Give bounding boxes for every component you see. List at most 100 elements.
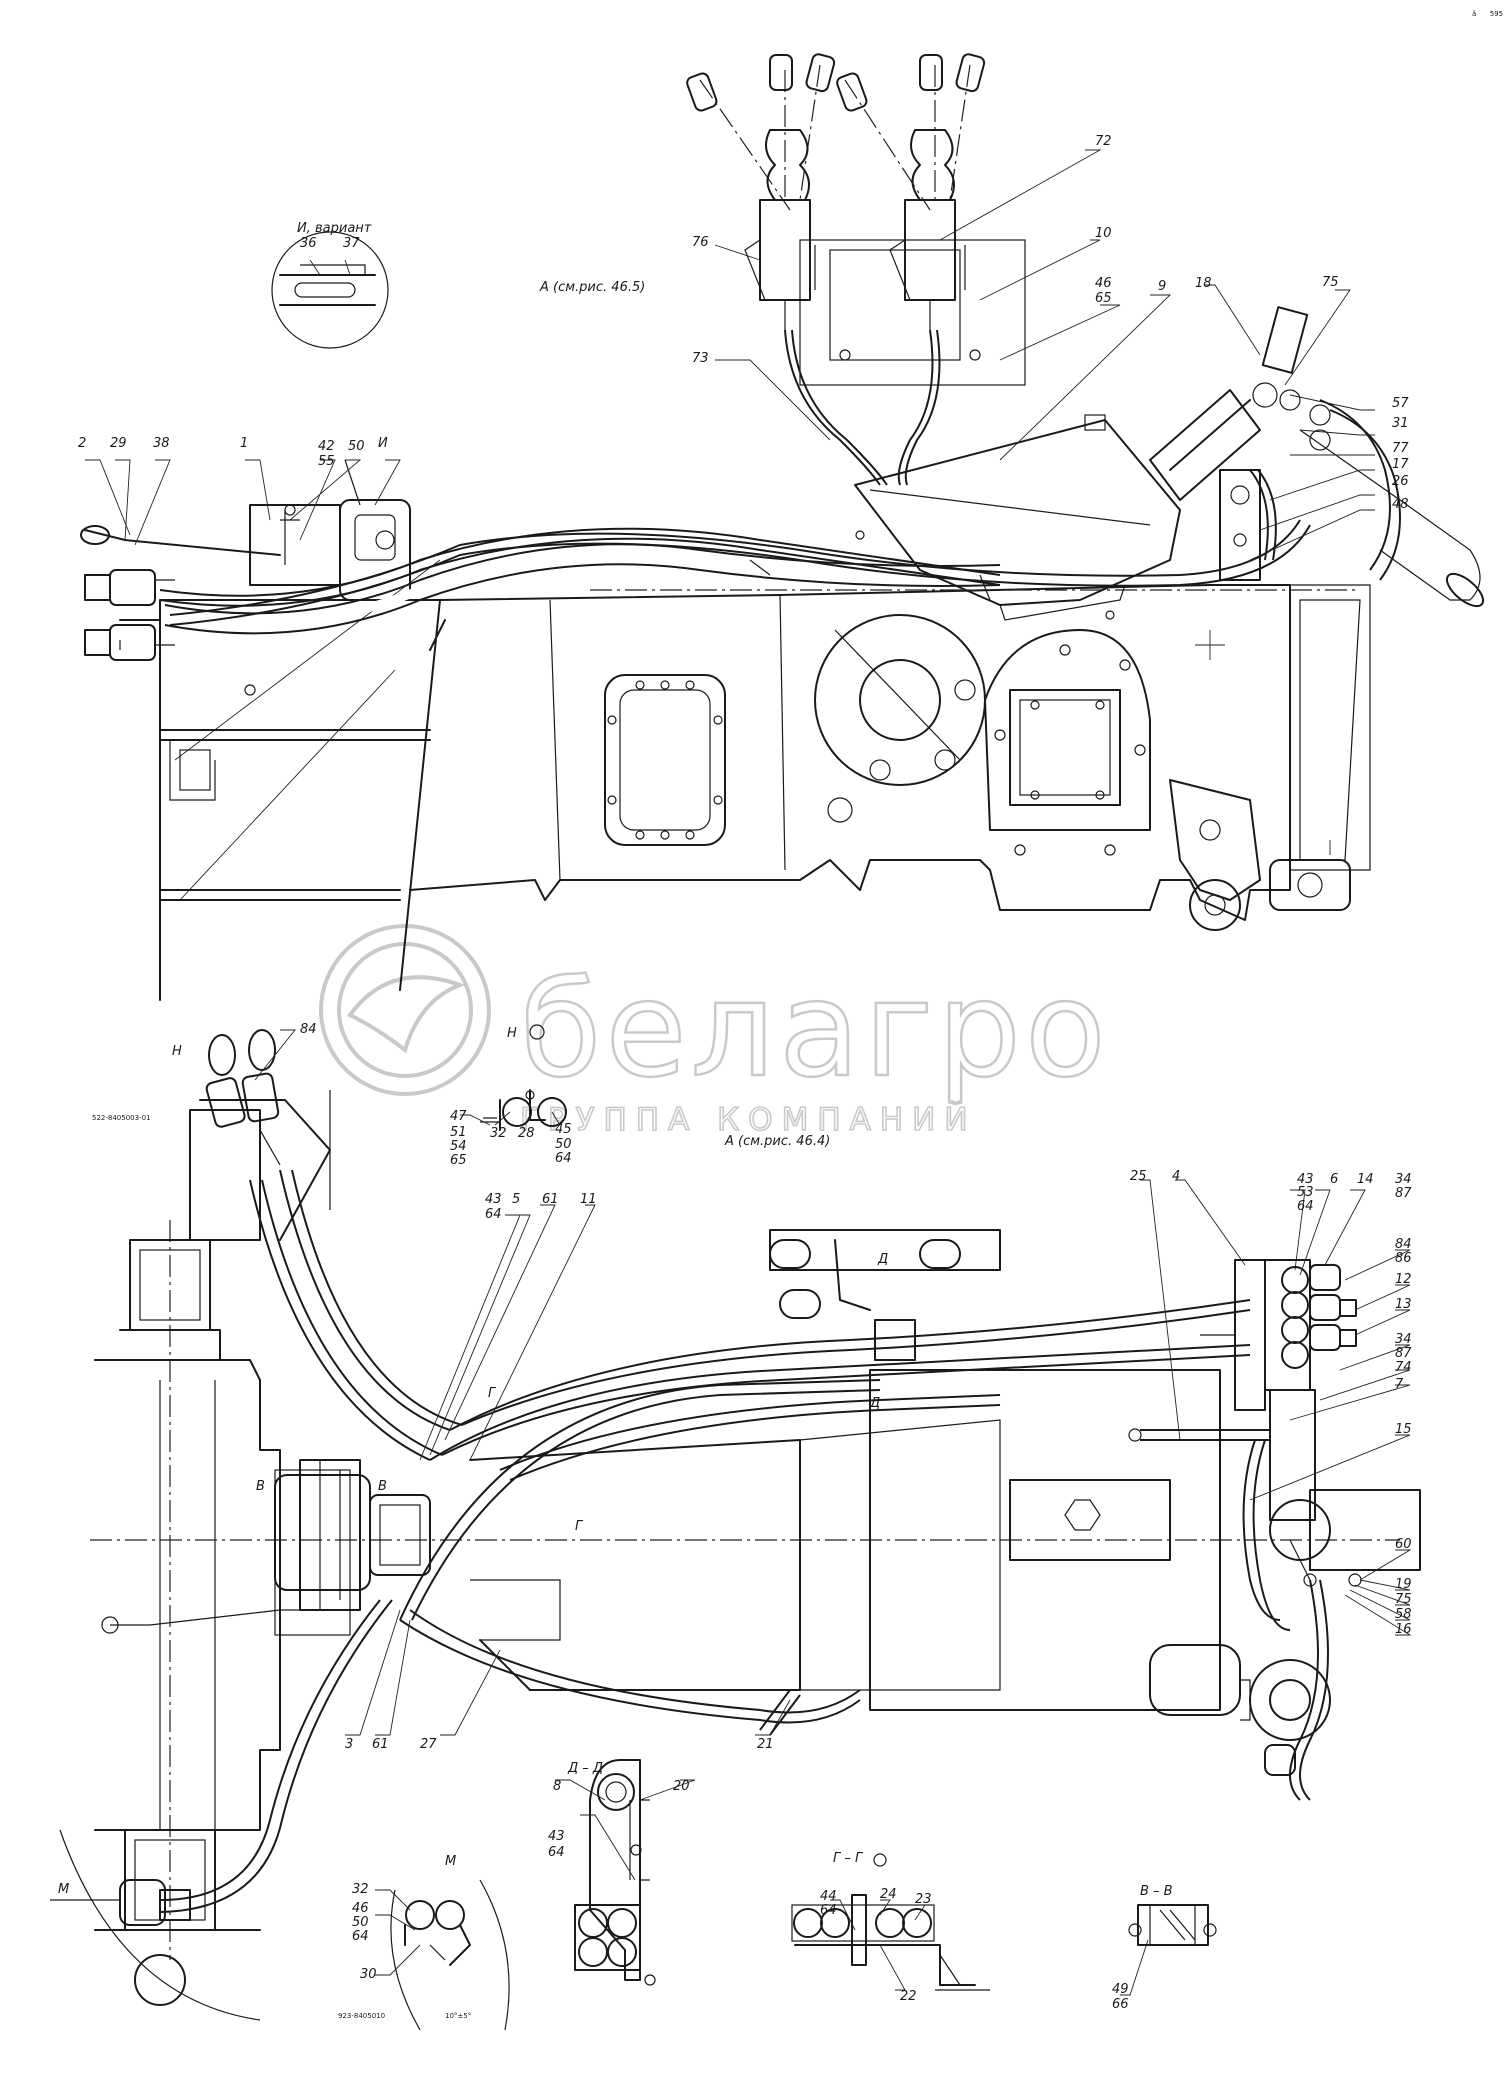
- callout-r16: 16: [1395, 1622, 1412, 1637]
- callout-73: 73: [692, 351, 709, 366]
- callout-r86: 86: [1395, 1251, 1412, 1266]
- callout-b5: 5: [512, 1192, 520, 1207]
- callout-r75: 75: [1395, 1592, 1412, 1607]
- coupler-assembly-n: [189, 1029, 331, 1241]
- callout-r64: 64: [1297, 1199, 1314, 1214]
- callout-b11: 11: [580, 1192, 597, 1207]
- callout-r87b: 87: [1395, 1346, 1412, 1361]
- tractor-frame: [409, 584, 1371, 931]
- label-mark-v: В: [256, 1479, 265, 1494]
- label-mark-g: Г: [488, 1386, 497, 1401]
- part-callouts: 2 29 38 1 42 55 50 36 37 76 72 10 46 65 …: [78, 134, 1412, 2012]
- control-levers: [686, 53, 1026, 486]
- callout-n50: 50: [555, 1137, 572, 1152]
- callout-9: 9: [1158, 279, 1166, 294]
- callout-d8: 8: [553, 1779, 561, 1794]
- callout-18: 18: [1195, 276, 1212, 291]
- label-mark-n: Н: [172, 1044, 182, 1059]
- chassis-frame: [469, 1229, 1221, 1711]
- callout-v49: 49: [1112, 1982, 1129, 1997]
- watermark-brand: белагро: [520, 953, 1110, 1107]
- oil-tank: [854, 414, 1181, 621]
- callout-29: 29: [110, 436, 127, 451]
- callout-m46: 46: [352, 1901, 369, 1916]
- section-vv: [1128, 1904, 1217, 1946]
- callout-r74: 74: [1395, 1360, 1412, 1375]
- lower-top-view: [90, 1029, 1421, 1960]
- callout-r12: 12: [1395, 1272, 1412, 1287]
- callout-36: 36: [300, 236, 317, 251]
- callout-55: 55: [318, 454, 335, 469]
- callout-r13: 13: [1395, 1297, 1412, 1312]
- callout-r6: 6: [1330, 1172, 1338, 1187]
- valve-block-b: [274, 1459, 431, 1611]
- callout-76: 76: [692, 235, 709, 250]
- rear-quick-couplers: [80, 459, 411, 661]
- callout-b61b: 61: [372, 1737, 389, 1752]
- callout-n65: 65: [450, 1153, 467, 1168]
- callout-10: 10: [1095, 226, 1112, 241]
- callout-2: 2: [78, 436, 86, 451]
- callout-d64: 64: [548, 1845, 565, 1860]
- part-code-n: 522-8405003-01: [92, 1114, 151, 1122]
- section-dd: [574, 1759, 656, 1986]
- upper-side-view: [80, 53, 1485, 1001]
- label-view-a-bottom: А (см.рис. 46.4): [724, 1134, 830, 1149]
- callout-v66: 66: [1112, 1997, 1129, 2012]
- callout-r15: 15: [1395, 1422, 1412, 1437]
- callout-b25: 25: [1130, 1169, 1147, 1184]
- callout-n54: 54: [450, 1139, 467, 1154]
- callout-m50: 50: [352, 1915, 369, 1930]
- view-n-detail: [480, 1024, 567, 1131]
- callout-57: 57: [1392, 396, 1409, 411]
- callout-n51: 51: [450, 1125, 467, 1140]
- callout-r14: 14: [1357, 1172, 1374, 1187]
- section-gg: [791, 1853, 990, 1991]
- callout-d43: 43: [548, 1829, 565, 1844]
- callout-r53: 53: [1297, 1185, 1314, 1200]
- detail-circle-m: [50, 1829, 261, 2021]
- view-m-detail: [390, 1879, 510, 2031]
- callout-m32: 32: [352, 1882, 369, 1897]
- callout-g23: 23: [915, 1892, 932, 1907]
- belagro-logo-mark: [319, 924, 491, 1096]
- callout-b3: 3: [345, 1737, 353, 1752]
- callout-42: 42: [318, 439, 335, 454]
- callout-n28: 28: [518, 1126, 535, 1141]
- part-code-labels: 522-8405003-01 923-8405010 10°±5°: [92, 1114, 471, 2020]
- label-view-n: Н: [507, 1026, 517, 1041]
- label-mark-v2: В: [378, 1479, 387, 1494]
- callout-r7: 7: [1395, 1377, 1404, 1392]
- part-code-m-angle: 10°±5°: [445, 2012, 471, 2020]
- callout-r34: 34: [1395, 1172, 1412, 1187]
- corner-mark: â 595: [1472, 10, 1503, 18]
- callout-m64: 64: [352, 1929, 369, 1944]
- watermark-subtitle: ГРУППА КОМПАНИЙ: [520, 1102, 977, 1138]
- filter-cylinder: [1149, 306, 1485, 608]
- callout-r19: 19: [1395, 1577, 1412, 1592]
- callout-65: 65: [1095, 291, 1112, 306]
- belagro-watermark: белагро ГРУППА КОМПАНИЙ: [319, 924, 1110, 1139]
- callout-g22: 22: [900, 1989, 917, 2004]
- callout-r43: 43: [1297, 1172, 1314, 1187]
- callout-g44: 44: [820, 1889, 837, 1904]
- callout-1: 1: [240, 436, 248, 451]
- callout-38: 38: [153, 436, 170, 451]
- callout-46: 46: [1095, 276, 1112, 291]
- label-section-dd: Д – Д: [567, 1761, 603, 1776]
- callout-r58: 58: [1395, 1607, 1412, 1622]
- label-mark-d: Д: [877, 1252, 888, 1267]
- callout-26: 26: [1392, 474, 1409, 489]
- label-mark-i: И: [378, 436, 388, 451]
- callout-50: 50: [348, 439, 365, 454]
- callout-b21: 21: [757, 1737, 774, 1752]
- callout-77: 77: [1392, 441, 1409, 456]
- callout-31: 31: [1392, 416, 1409, 431]
- callout-48: 48: [1392, 497, 1409, 512]
- callout-37: 37: [343, 236, 360, 251]
- callout-r60: 60: [1395, 1537, 1412, 1552]
- callout-72: 72: [1095, 134, 1112, 149]
- label-view-a-top: А (см.рис. 46.5): [539, 280, 645, 295]
- callout-r34b: 34: [1395, 1332, 1412, 1347]
